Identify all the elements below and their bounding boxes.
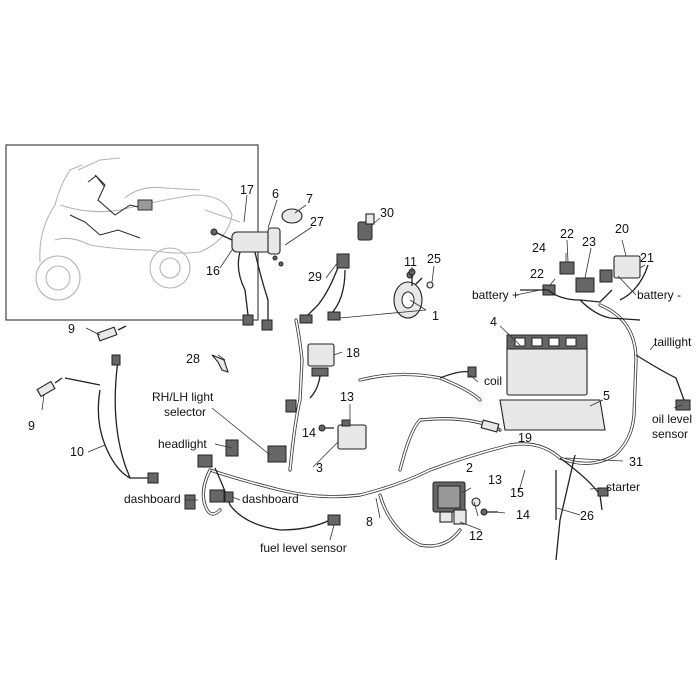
label-oil-level-line2: sensor: [652, 427, 688, 441]
label-battery-minus: battery -: [637, 288, 681, 302]
part-30: [357, 213, 375, 241]
num-23: 23: [582, 235, 596, 249]
label-fuel-level-sensor: fuel level sensor: [260, 541, 347, 555]
num-22-top: 22: [560, 227, 574, 241]
num-22-lower: 22: [530, 267, 544, 281]
bolt-14-right: [480, 508, 498, 516]
num-16: 16: [206, 264, 220, 278]
num-9-top: 9: [68, 322, 75, 336]
num-28: 28: [186, 352, 200, 366]
ignition-switch: [210, 208, 303, 331]
num-29: 29: [308, 270, 322, 284]
relay-block: [520, 255, 641, 321]
label-dashboard-right: dashboard: [242, 492, 299, 506]
part-10-wire: [64, 354, 159, 484]
gasket-12: [453, 509, 467, 525]
num-25: 25: [427, 252, 441, 266]
label-coil: coil: [484, 374, 502, 388]
label-dashboard-left: dashboard: [124, 492, 181, 506]
num-26: 26: [580, 509, 594, 523]
clip-28: [211, 354, 229, 373]
bulb-9-top: [96, 325, 127, 342]
text-labels: battery + battery - taillight oil level …: [124, 288, 692, 555]
leader-lines: [41, 194, 683, 541]
num-18: 18: [346, 346, 360, 360]
num-17: 17: [240, 183, 254, 197]
num-21: 21: [640, 251, 654, 265]
label-selector-line1: RH/LH light: [152, 390, 214, 404]
num-4: 4: [490, 315, 497, 329]
num-8: 8: [366, 515, 373, 529]
num-13-left: 13: [340, 390, 354, 404]
battery-tray-5: [499, 399, 606, 431]
num-6: 6: [272, 187, 279, 201]
label-selector-line2: selector: [164, 405, 206, 419]
bolt-14-left: [318, 424, 334, 432]
oil-level-connector: [675, 399, 691, 411]
selector-connector: [267, 445, 287, 463]
num-20: 20: [615, 222, 629, 236]
num-11: 11: [404, 255, 417, 269]
num-13-right: 13: [488, 473, 502, 487]
label-oil-level-line1: oil level: [652, 412, 692, 426]
num-3: 3: [316, 461, 323, 475]
scooter-inset: [5, 144, 259, 321]
num-19: 19: [518, 431, 532, 445]
part-19: [480, 419, 500, 433]
regulator-2: [432, 481, 466, 523]
label-taillight: taillight: [654, 335, 692, 349]
num-7: 7: [306, 192, 313, 206]
num-15: 15: [510, 486, 524, 500]
num-1: 1: [432, 309, 439, 323]
num-9-left: 9: [28, 419, 35, 433]
num-14-left: 14: [302, 426, 316, 440]
part-3: [337, 419, 367, 450]
part-numbers: 17 6 7 27 16 30 29 11 25 1 18 13 14 3 4 …: [28, 183, 654, 543]
relay-18: [307, 343, 335, 399]
connector-lower-left: [285, 399, 297, 413]
num-12: 12: [469, 529, 483, 543]
battery-4: [506, 334, 588, 396]
num-10: 10: [70, 445, 84, 459]
num-2: 2: [466, 461, 473, 475]
num-14-right: 14: [516, 508, 530, 522]
num-5: 5: [603, 389, 610, 403]
num-24: 24: [532, 241, 546, 255]
connector-29: [299, 253, 350, 324]
label-headlight: headlight: [158, 437, 207, 451]
num-27: 27: [310, 215, 324, 229]
coil-connector: [439, 366, 477, 379]
washer-13-right: [471, 497, 481, 507]
label-battery-plus: battery +: [472, 288, 519, 302]
num-31: 31: [629, 455, 643, 469]
label-starter: starter: [606, 480, 640, 494]
front-harness: [184, 439, 341, 531]
num-30: 30: [380, 206, 394, 220]
bulb-9-left: [36, 377, 63, 398]
